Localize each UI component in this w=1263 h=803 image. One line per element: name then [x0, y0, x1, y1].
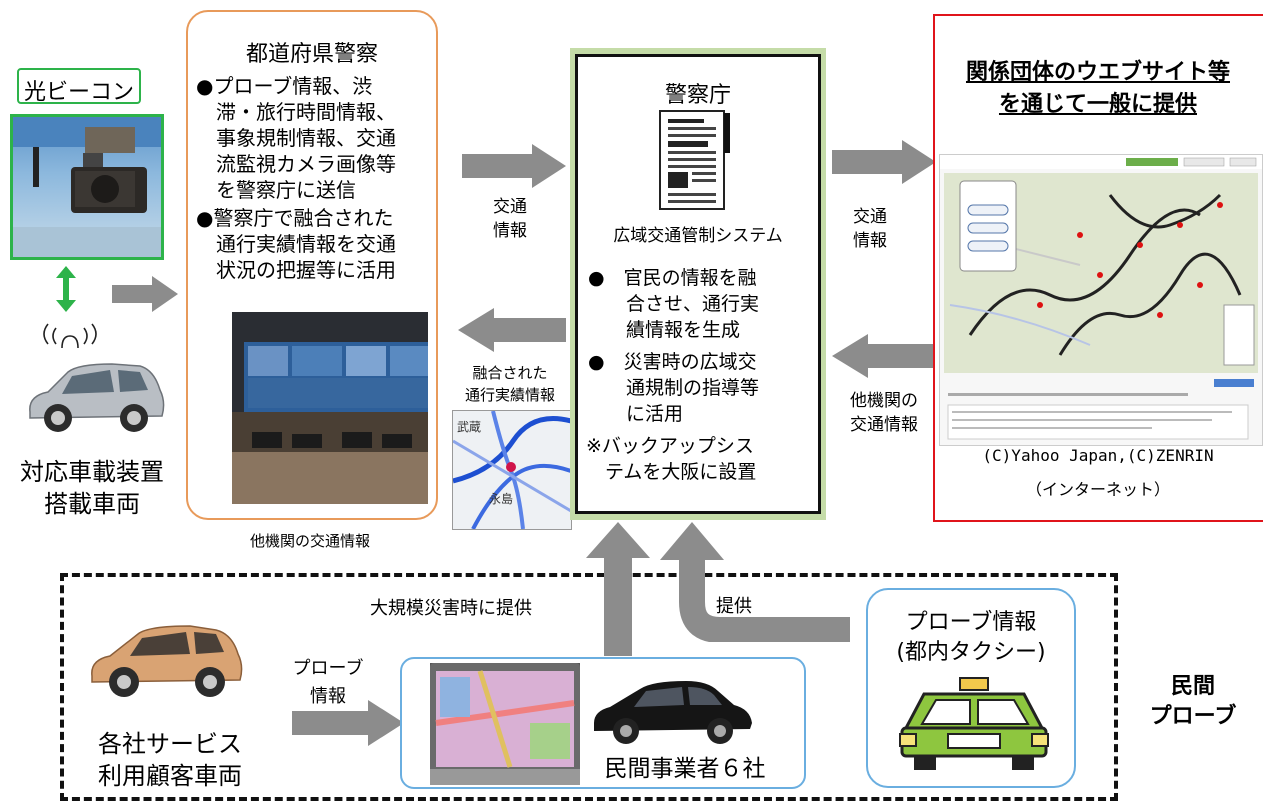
prefecture-police-box: 都道府県警察 ●プローブ情報、渋 滞・旅行時間情報、 事象規制情報、交通 流監視… — [186, 10, 438, 520]
silver-car-icon — [22, 356, 168, 444]
bidirectional-arrow-icon — [56, 266, 76, 312]
traffic-info-right-l2: 情報 — [853, 231, 887, 251]
arrow-vehicle-to-police — [112, 276, 178, 312]
car-navigation-photo — [430, 663, 580, 785]
npa-bullet2-l2: 通規制の指導等 — [588, 377, 760, 399]
beacon-label-box: 光ビーコン — [17, 68, 141, 105]
taxi-icon — [896, 676, 1052, 776]
npa-box: 警察庁 広域交通管制システム ● 官民の情報を融 合させ、通行実 績情報を生成 … — [575, 54, 821, 514]
npa-bullet1-l2: 合させ、通行実 — [588, 293, 760, 315]
svg-text:武蔵: 武蔵 — [457, 420, 481, 434]
companies-box: 民間事業者６社 — [400, 657, 806, 789]
private-probe-label-l2: プローブ — [1149, 704, 1237, 729]
npa-note-l1: ※バックアップシス — [586, 435, 754, 457]
probe-info-l1: プローブ — [292, 658, 364, 679]
vehicle-label-line1: 対応車載装置 — [20, 458, 164, 486]
arrow-npa-to-police — [458, 308, 566, 352]
taxi-box: プローブ情報 (都内タクシー) — [866, 588, 1076, 788]
npa-bullet2-l1: ● 災害時の広域交 — [588, 351, 757, 373]
police-other-traffic-label: 他機関の交通情報 — [249, 532, 370, 550]
arrow-police-to-npa — [462, 144, 566, 188]
arrow-npa-to-public — [832, 140, 936, 184]
fused-info-l2: 通行実績情報 — [464, 386, 555, 404]
provide-label: 提供 — [716, 596, 752, 617]
public-title-l2: を通じて一般に提供 — [998, 92, 1197, 117]
police-bullet1-l1: ●プローブ情報、渋 — [196, 74, 373, 98]
private-probe-label-l1: 民間 — [1170, 674, 1215, 699]
npa-bullet2-l3: に活用 — [588, 403, 684, 425]
document-icon — [658, 109, 730, 217]
probe-info-l2: 情報 — [310, 686, 346, 707]
orange-car-icon — [86, 618, 246, 708]
disaster-provide-label: 大規模災害時に提供 — [370, 598, 532, 619]
police-bullet2-l1: ●警察庁で融合された — [196, 206, 394, 230]
npa-note-l2: テムを大阪に設置 — [586, 461, 757, 483]
traffic-info-right-l1: 交通 — [853, 207, 887, 227]
arrow-companies-up-straight — [586, 522, 650, 656]
arrow-public-to-npa — [832, 334, 936, 378]
beacon-label: 光ビーコン — [23, 80, 134, 105]
npa-bullet1-l3: 績情報を生成 — [588, 319, 741, 341]
police-bullet1-l5: を警察庁に送信 — [196, 178, 356, 202]
prefecture-police-title: 都道府県警察 — [245, 42, 378, 67]
companies-label: 民間事業者６社 — [604, 756, 766, 782]
service-users-l1: 各社サービス — [98, 730, 242, 758]
beacon-photo — [10, 114, 164, 260]
public-title-l1: 関係団体のウエブサイト等 — [965, 60, 1230, 85]
police-bullet2-l2: 通行実績情報を交通 — [196, 232, 396, 256]
signal-wave-icon — [38, 314, 102, 354]
fused-info-map: 武蔵 永島 — [452, 410, 572, 530]
private-probe-region — [60, 573, 1118, 801]
public-internet: （インターネット） — [1025, 480, 1170, 499]
other-agency-l2: 交通情報 — [850, 415, 918, 435]
police-bullet1-l4: 流監視カメラ画像等 — [196, 152, 396, 176]
police-bullet2-l3: 状況の把握等に活用 — [196, 258, 396, 282]
fused-info-l1: 融合された — [472, 364, 548, 382]
public-box: 関係団体のウエブサイト等 を通じて一般に提供 — [933, 14, 1263, 522]
taxi-label-l2: (都内タクシー) — [896, 640, 1046, 665]
public-credit: (C)Yahoo Japan,(C)ZENRIN — [982, 446, 1214, 465]
website-screenshot — [939, 154, 1263, 446]
control-room-photo — [232, 312, 428, 504]
traffic-info-left-l2: 情報 — [493, 221, 527, 241]
police-bullet1-l3: 事象規制情報、交通 — [196, 126, 396, 150]
npa-bullet1-l1: ● 官民の情報を融 — [588, 267, 757, 289]
svg-text:永島: 永島 — [489, 491, 513, 506]
taxi-label-l1: プローブ情報 — [905, 610, 1037, 635]
arrow-users-to-companies — [292, 700, 404, 746]
other-agency-l1: 他機関の — [850, 391, 918, 411]
black-car-icon — [590, 673, 756, 751]
traffic-info-left-l1: 交通 — [493, 197, 527, 217]
npa-title: 警察庁 — [664, 83, 731, 108]
npa-system-name: 広域交通管制システム — [613, 226, 783, 246]
arrow-taxi-to-npa — [650, 522, 850, 642]
service-users-l2: 利用顧客車両 — [98, 762, 242, 790]
vehicle-label-line2: 搭載車両 — [44, 490, 140, 518]
police-bullet1-l2: 滞・旅行時間情報、 — [196, 100, 396, 124]
